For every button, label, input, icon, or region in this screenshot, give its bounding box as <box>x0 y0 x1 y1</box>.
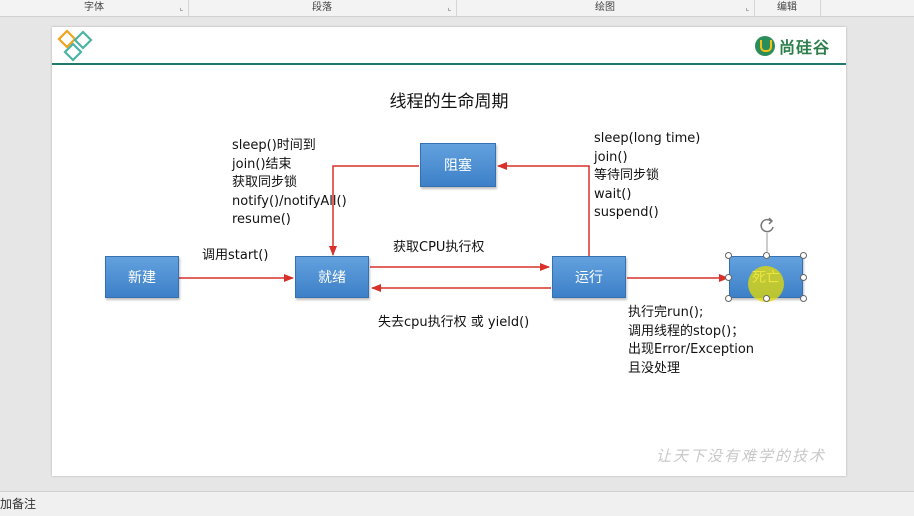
resize-handle[interactable] <box>800 252 807 259</box>
status-bar: 加备注 <box>0 491 914 516</box>
note-line: suspend() <box>594 205 659 220</box>
label-start: 调用start() <box>202 248 269 263</box>
dialog-launcher-icon[interactable]: ⌞ <box>447 3 452 12</box>
transition-arrows <box>179 162 729 292</box>
state-label: 新建 <box>128 270 156 286</box>
label-lose-cpu: 失去cpu执行权 或 yield() <box>378 315 530 330</box>
resize-handle[interactable] <box>725 295 732 302</box>
note-line: sleep()时间到 <box>232 138 316 153</box>
state-label: 就绪 <box>318 270 346 286</box>
note-blocked-to-ready: sleep()时间到 join()结束 获取同步锁 notify()/notif… <box>232 137 347 230</box>
note-line: resume() <box>232 212 291 227</box>
note-running-to-dead: 执行完run(); 调用线程的stop()； 出现Error/Exception… <box>628 304 754 378</box>
resize-handle[interactable] <box>800 295 807 302</box>
brand-logo: 尚硅谷 <box>754 35 830 57</box>
ribbon-group-font[interactable]: 字体 ⌞ <box>0 0 189 16</box>
dialog-launcher-icon[interactable]: ⌞ <box>745 3 750 12</box>
note-line: 获取同步锁 <box>232 175 298 190</box>
note-line: notify()/notifyAll() <box>232 193 347 209</box>
note-line: join()结束 <box>232 156 292 172</box>
resize-handle[interactable] <box>725 274 732 281</box>
resize-handle[interactable] <box>800 274 807 281</box>
slide-title[interactable]: 线程的生命周期 <box>389 92 509 112</box>
note-line: 调用线程的stop()； <box>628 323 745 339</box>
diamond-logo-icon <box>57 29 93 62</box>
ribbon-group-paragraph[interactable]: 段落 ⌞ <box>188 0 457 16</box>
state-new[interactable]: 新建 <box>105 256 179 298</box>
ribbon-group-drawing[interactable]: 绘图 ⌞ <box>456 0 755 16</box>
note-line: wait() <box>594 186 632 202</box>
state-blocked[interactable]: 阻塞 <box>420 143 496 187</box>
slide-canvas[interactable]: 尚硅谷 线程的生命周期 新建 就绪 运行 阻塞 死亡 <box>52 27 846 476</box>
note-line: 执行完run(); <box>628 305 704 320</box>
label-get-cpu: 获取CPU执行权 <box>393 240 485 255</box>
brand-name: 尚硅谷 <box>778 38 830 57</box>
note-line: sleep(long time) <box>594 131 701 146</box>
ribbon-group-label: 字体 <box>84 2 104 13</box>
ribbon-group-labels: 字体 ⌞ 段落 ⌞ 绘图 ⌞ 编辑 <box>0 0 914 17</box>
watermark-slogan: 让天下没有难学的技术 <box>655 447 826 465</box>
note-running-to-blocked: sleep(long time) join() 等待同步锁 wait() sus… <box>594 130 700 223</box>
note-line: 出现Error/Exception <box>628 342 755 357</box>
note-line: join() <box>594 149 628 165</box>
arrow-blocked-to-ready <box>329 165 419 256</box>
state-label: 阻塞 <box>444 158 472 174</box>
state-ready[interactable]: 就绪 <box>295 256 369 298</box>
rotate-handle-icon[interactable] <box>758 216 776 254</box>
ribbon-group-editing[interactable]: 编辑 <box>754 0 821 16</box>
add-notes-button[interactable]: 加备注 <box>0 497 37 511</box>
resize-handle[interactable] <box>763 295 770 302</box>
note-line: 等待同步锁 <box>594 168 660 183</box>
note-line: 且没处理 <box>628 360 681 376</box>
brand-mark-icon <box>754 36 775 56</box>
arrow-running-to-blocked <box>497 162 590 256</box>
ribbon-group-label: 绘图 <box>595 2 615 13</box>
dialog-launcher-icon[interactable]: ⌞ <box>179 3 184 12</box>
header-divider <box>52 63 846 65</box>
ribbon-group-label: 编辑 <box>777 2 797 13</box>
state-running[interactable]: 运行 <box>552 256 626 298</box>
state-label: 运行 <box>575 270 603 286</box>
ribbon-group-label: 段落 <box>312 2 332 13</box>
resize-handle[interactable] <box>725 252 732 259</box>
